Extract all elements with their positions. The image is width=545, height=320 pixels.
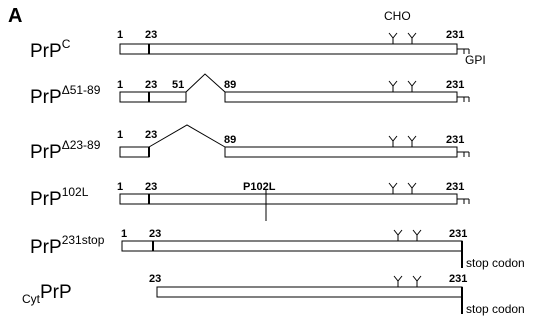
- deletion-loop: [148, 124, 226, 148]
- residue-label-start: 1: [117, 29, 123, 41]
- stop-codon-label: stop codon: [466, 302, 525, 316]
- construct-name: PrP: [30, 41, 62, 62]
- stop-codon-label: stop codon: [466, 256, 525, 270]
- protein-bar: [119, 146, 150, 158]
- protein-bar: [119, 193, 458, 205]
- panel-label: A: [8, 5, 22, 27]
- construct-name: PrP: [30, 237, 62, 258]
- construct-label: PrPΔ23-89: [30, 138, 101, 163]
- gpi-anchor: [457, 198, 470, 204]
- residue-label-signal: 23: [145, 79, 157, 91]
- glycosylation-site-icon: [393, 229, 403, 241]
- construct-label: CytPrP: [22, 282, 72, 306]
- cho-label: CHO: [384, 9, 411, 23]
- deletion-loop: [185, 73, 226, 93]
- construct-subscript: Cyt: [22, 292, 41, 306]
- mutation-label: P102L: [243, 181, 276, 193]
- glycosylation-site-icon: [407, 182, 417, 194]
- gpi-label: GPI: [465, 53, 486, 67]
- glycosylation-site-icon: [407, 80, 417, 92]
- construct-cyt-prp: CytPrP 23 231 stop codon: [22, 273, 525, 316]
- glycosylation-site-icon: [388, 135, 398, 147]
- deletion-end-label: 89: [224, 134, 236, 146]
- residue-label-start: 1: [117, 129, 123, 141]
- glycosylation-site-icon: [412, 229, 422, 241]
- protein-bar: [119, 91, 187, 103]
- residue-label-end: 231: [446, 134, 464, 146]
- glycosylation-site-icon: [412, 275, 422, 287]
- protein-bar: [119, 43, 458, 55]
- deletion-start-label: 51: [172, 79, 184, 91]
- residue-label-signal: 23: [145, 29, 157, 41]
- residue-label-end: 231: [449, 273, 467, 285]
- deletion-end-label: 89: [224, 79, 236, 91]
- construct-prp-231stop: PrP231stop 1 23 231 stop codon: [30, 228, 525, 270]
- glycosylation-site-icon: [407, 32, 417, 44]
- construct-prp-102l: PrP102L P102L 1 23 231: [30, 181, 470, 221]
- residue-label-end: 231: [446, 181, 464, 193]
- residue-label-signal: 23: [145, 129, 157, 141]
- protein-bar: [224, 91, 458, 103]
- construct-superscript: Δ51-89: [62, 83, 101, 97]
- glycosylation-site-icon: [388, 182, 398, 194]
- gpi-anchor: [457, 48, 470, 54]
- construct-label: PrPC: [30, 37, 71, 62]
- residue-label-signal: 23: [149, 273, 161, 285]
- construct-prp-delta23-89: PrPΔ23-89 1 23 89 231: [30, 124, 470, 163]
- residue-label-signal: 23: [149, 228, 161, 240]
- construct-superscript: C: [62, 37, 71, 51]
- glycosylation-site-icon: [407, 135, 417, 147]
- construct-name: PrP: [30, 87, 62, 108]
- construct-label: PrPΔ51-89: [30, 83, 101, 108]
- glycosylation-site-icon: [388, 80, 398, 92]
- residue-label-start: 1: [117, 79, 123, 91]
- construct-name: PrP: [30, 189, 62, 210]
- construct-prp-delta51-89: PrPΔ51-89 1 23 51 89 231: [30, 73, 470, 108]
- construct-prp-c: PrPC 1 23 231 CHO GPI: [30, 9, 486, 67]
- protein-bar: [224, 146, 458, 158]
- protein-bar: [121, 240, 463, 252]
- construct-name: PrP: [40, 282, 72, 303]
- protein-bar: [156, 286, 463, 298]
- residue-label-start: 1: [117, 181, 123, 193]
- gpi-anchor: [457, 96, 470, 102]
- construct-label: PrP231stop: [30, 233, 105, 258]
- residue-label-end: 231: [449, 228, 467, 240]
- construct-label: PrP102L: [30, 185, 89, 210]
- construct-superscript: Δ23-89: [62, 138, 101, 152]
- residue-label-end: 231: [446, 29, 464, 41]
- residue-label-signal: 23: [145, 181, 157, 193]
- glycosylation-site-icon: [388, 32, 398, 44]
- gpi-anchor: [457, 151, 470, 157]
- construct-name: PrP: [30, 142, 62, 163]
- construct-superscript: 231stop: [62, 233, 105, 247]
- residue-label-start: 1: [121, 228, 127, 240]
- glycosylation-site-icon: [393, 275, 403, 287]
- construct-superscript: 102L: [62, 185, 89, 199]
- residue-label-end: 231: [446, 79, 464, 91]
